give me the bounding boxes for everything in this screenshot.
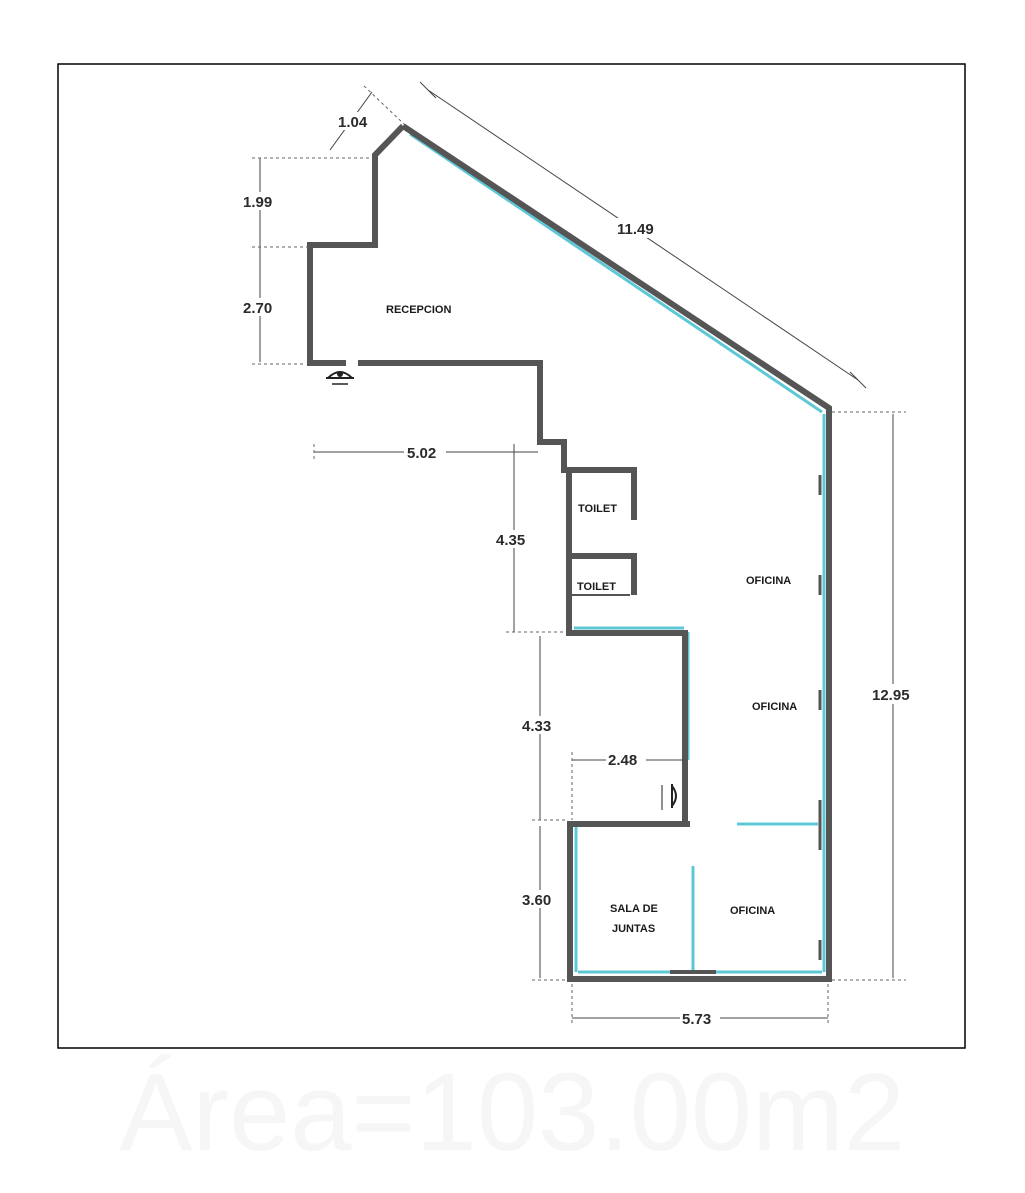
room-label-office-2: OFICINA — [752, 701, 797, 713]
dimension-label-right-height: 12.95 — [872, 687, 910, 704]
dimension-label-diag: 1.04 — [338, 114, 368, 131]
drawing-frame — [57, 63, 966, 1049]
room-label-reception: RECEPCION — [386, 304, 451, 316]
room-label-toilet-2: TOILET — [577, 581, 616, 593]
dimension-label-meeting-height: 3.60 — [522, 892, 551, 909]
entrance-symbol-secondary — [661, 784, 677, 810]
room-label-meeting-line2: JUNTAS — [612, 923, 655, 935]
dimension-label-bottom-width: 5.73 — [682, 1011, 711, 1028]
entrance-symbol — [326, 371, 354, 385]
walls — [307, 123, 832, 982]
dimension-label-corridor-height: 4.33 — [522, 718, 551, 735]
dimension-label-reception-height: 2.70 — [243, 300, 272, 317]
dimension-label-horizontal-mid: 5.02 — [407, 445, 436, 462]
dimension-label-upper-left: 1.99 — [243, 194, 272, 211]
dimension-label-long-diagonal: 11.49 — [617, 221, 654, 238]
room-label-office-1: OFICINA — [746, 575, 791, 587]
dimension-label-small-width: 2.48 — [608, 752, 637, 769]
area-caption: Área=103.00m2 — [119, 1051, 905, 1174]
room-label-office-3: OFICINA — [730, 905, 775, 917]
room-label-meeting-line1: SALA DE — [610, 903, 658, 915]
room-label-toilet-1: TOILET — [578, 503, 617, 515]
dimension-label-toilet-height: 4.35 — [496, 532, 525, 549]
